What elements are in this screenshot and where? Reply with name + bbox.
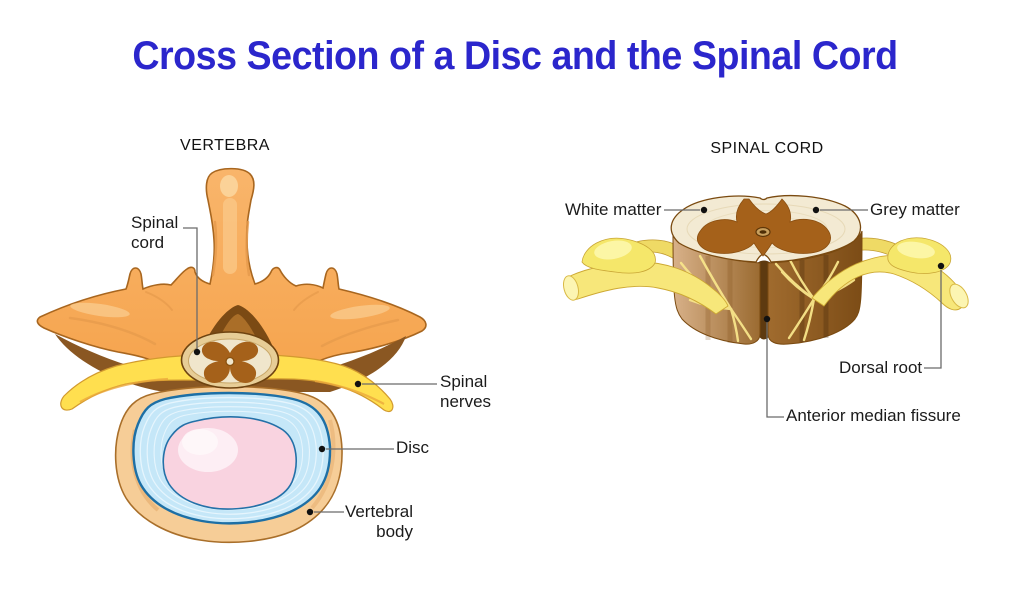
leader-spinal-cord	[183, 227, 198, 349]
central-canal	[225, 356, 235, 367]
nerve-shading	[314, 379, 385, 405]
ganglion-highlight	[594, 240, 632, 260]
label-grey-matter: Grey matter	[870, 200, 960, 219]
nerve-root-left	[563, 237, 729, 315]
leader-dots	[193, 206, 945, 516]
central-canal-core	[759, 230, 767, 234]
label-vertebral-body: Vertebral body	[344, 502, 413, 542]
leader-dorsal-root	[924, 270, 942, 369]
vertebra-section-heading: VERTEBRA	[180, 137, 270, 154]
label-spinal-cord: Spinal cord	[131, 213, 179, 253]
leader-lines	[183, 209, 942, 513]
body-shading	[310, 419, 336, 510]
bone-shading	[68, 175, 400, 348]
nerve-cut-end	[563, 275, 579, 301]
spinal-cord-section-heading: SPINAL CORD	[710, 140, 824, 157]
cord-body-right	[767, 230, 863, 345]
label-spinal-nerves: Spinal nerves	[440, 372, 492, 412]
page-title: Cross Section of a Disc and the Spinal C…	[132, 34, 898, 78]
spinal-cord-cross-section	[180, 331, 280, 389]
label-anterior-median-fissure: Anterior median fissure	[786, 406, 961, 425]
ganglion-highlight	[897, 241, 935, 259]
label-dorsal-root: Dorsal root	[839, 358, 923, 377]
leader-anterior-median-fissure	[766, 322, 784, 418]
nucleus-highlight	[182, 429, 218, 455]
nerve-shading	[79, 377, 169, 403]
nerve-cut-end	[949, 283, 969, 309]
vertebra-illustration	[36, 167, 427, 544]
spinal-cord-illustration	[563, 194, 969, 345]
nerve-root-right	[811, 237, 969, 311]
label-disc: Disc	[396, 438, 430, 457]
label-white-matter: White matter	[565, 200, 662, 219]
